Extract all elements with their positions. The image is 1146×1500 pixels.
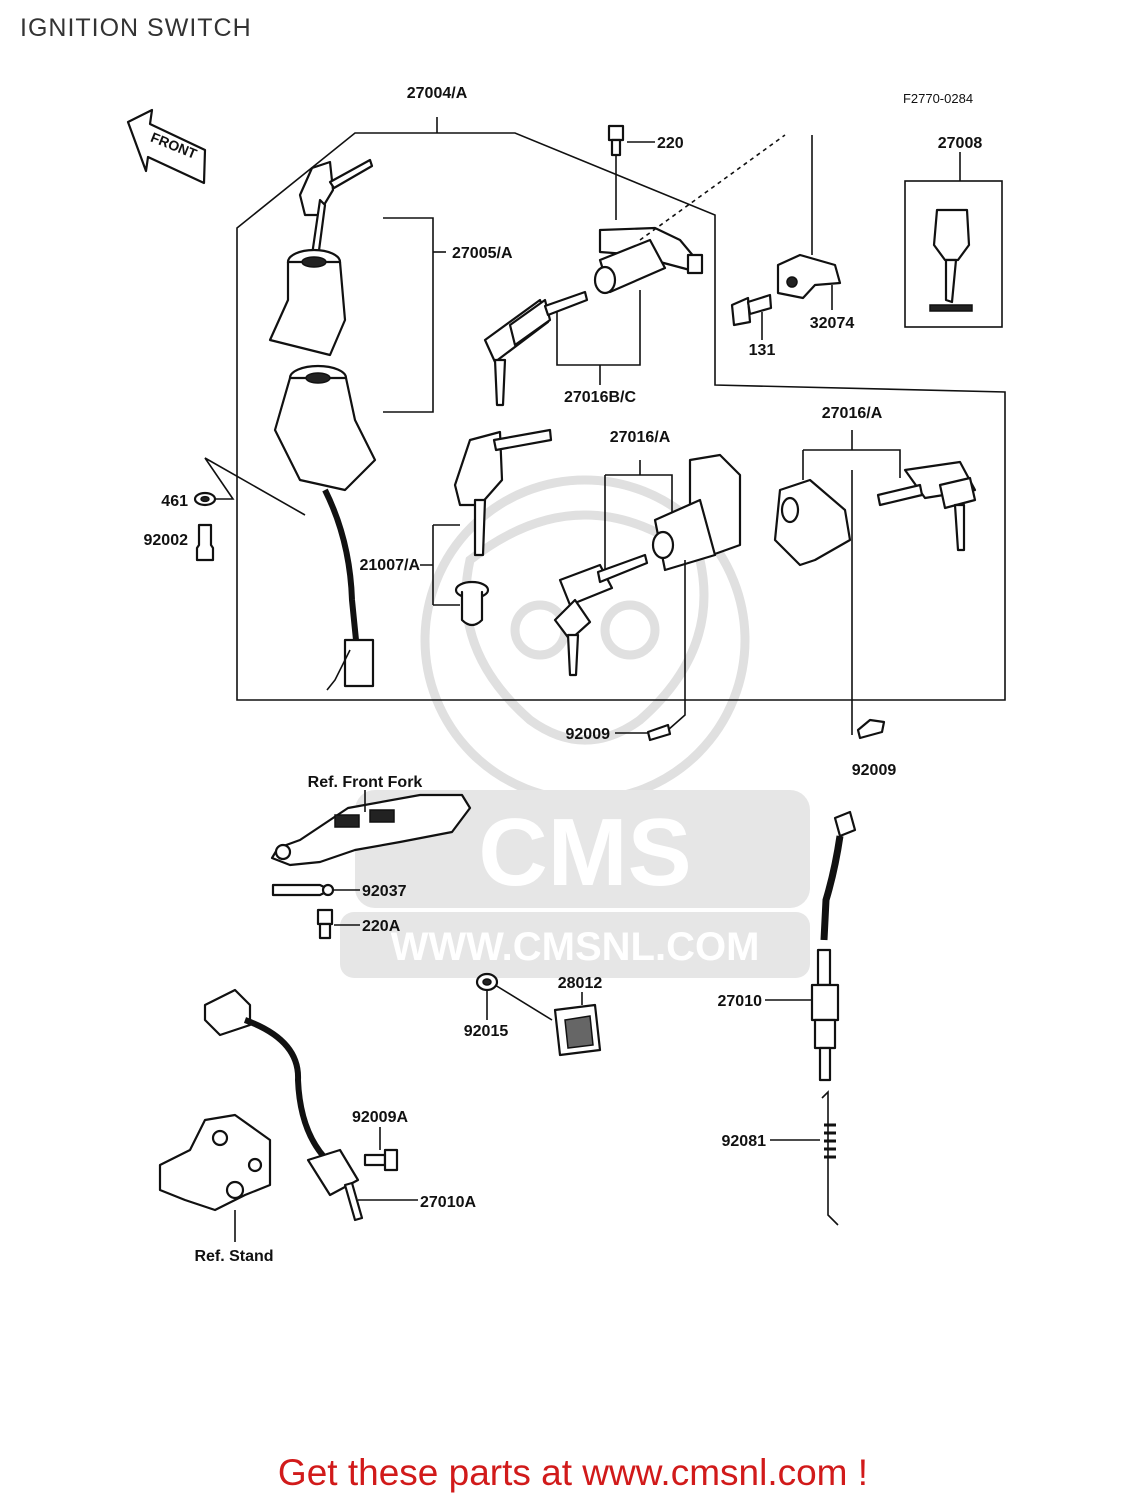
label-92009a: 92009A	[352, 1109, 408, 1126]
watermark: CMS WWW.CMSNL.COM	[340, 475, 810, 978]
key-set-21007a	[453, 428, 553, 557]
bolt-92009a	[363, 1148, 399, 1172]
lock-cylinder-27016bc	[593, 226, 704, 295]
label-27016a-right: 27016/A	[822, 405, 883, 422]
label-92009-mid: 92009	[566, 726, 611, 743]
label-220: 220	[657, 135, 684, 152]
lock-27016a-mid	[651, 453, 742, 572]
label-21007a: 21007/A	[360, 557, 421, 574]
label-27010a: 27010A	[420, 1194, 476, 1211]
label-27010: 27010	[718, 993, 763, 1010]
key-card-27008	[904, 180, 1003, 328]
watermark-logo: CMS	[478, 799, 691, 906]
label-92002: 92002	[144, 532, 189, 549]
spring-92081	[821, 1090, 839, 1226]
bolt-220a	[316, 908, 334, 940]
front-fork-bracket	[270, 793, 472, 867]
page-title: IGNITION SWITCH	[20, 14, 252, 42]
ignition-switch-body	[268, 248, 377, 691]
washer-461	[193, 491, 217, 507]
group-outline-27004a	[236, 117, 1006, 701]
bracket-27016a-right	[802, 430, 901, 480]
label-27004a: 27004/A	[407, 85, 468, 102]
screw-92009-right	[856, 718, 886, 740]
key-set-top-left	[298, 158, 374, 260]
bolt-220	[607, 124, 625, 157]
key-set-27016bc	[483, 290, 589, 407]
label-92037: 92037	[362, 883, 407, 900]
label-32074: 32074	[810, 315, 855, 332]
screw-92009-mid	[646, 723, 672, 742]
bolt-131	[730, 293, 773, 327]
grommet-92015	[475, 972, 499, 992]
label-27016a-mid: 27016/A	[610, 429, 671, 446]
label-27008: 27008	[938, 135, 983, 152]
label-ref-front-fork: Ref. Front Fork	[308, 774, 423, 791]
label-92081: 92081	[722, 1133, 767, 1150]
key-set-27016a-right	[876, 460, 977, 552]
bracket-32074	[776, 253, 842, 300]
cover-28012	[553, 1003, 602, 1057]
footer-link[interactable]: Get these parts at www.cmsnl.com !	[277, 1452, 869, 1493]
label-220a: 220A	[362, 918, 401, 935]
switch-27010	[810, 810, 857, 1082]
label-ref-stand: Ref. Stand	[194, 1248, 273, 1265]
label-131: 131	[749, 342, 776, 359]
switch-27010a	[203, 988, 364, 1222]
bolt-92002	[195, 523, 215, 562]
label-27005a: 27005/A	[452, 245, 513, 262]
key-set-27016a-mid	[553, 553, 649, 677]
label-92009-right: 92009	[852, 762, 897, 779]
label-92015: 92015	[464, 1023, 509, 1040]
cap-21007a	[454, 580, 490, 627]
label-461: 461	[161, 493, 188, 510]
drawing-number: F2770-0284	[903, 91, 973, 106]
label-27016bc: 27016B/C	[564, 389, 636, 406]
front-arrow-icon: FRONT	[126, 108, 207, 185]
label-28012: 28012	[558, 975, 603, 992]
bracket-27005a	[383, 217, 434, 413]
watermark-url: WWW.CMSNL.COM	[391, 925, 760, 969]
lock-27016a-right	[773, 478, 852, 567]
clip-92037	[271, 883, 335, 897]
stand-bracket	[158, 1113, 272, 1212]
